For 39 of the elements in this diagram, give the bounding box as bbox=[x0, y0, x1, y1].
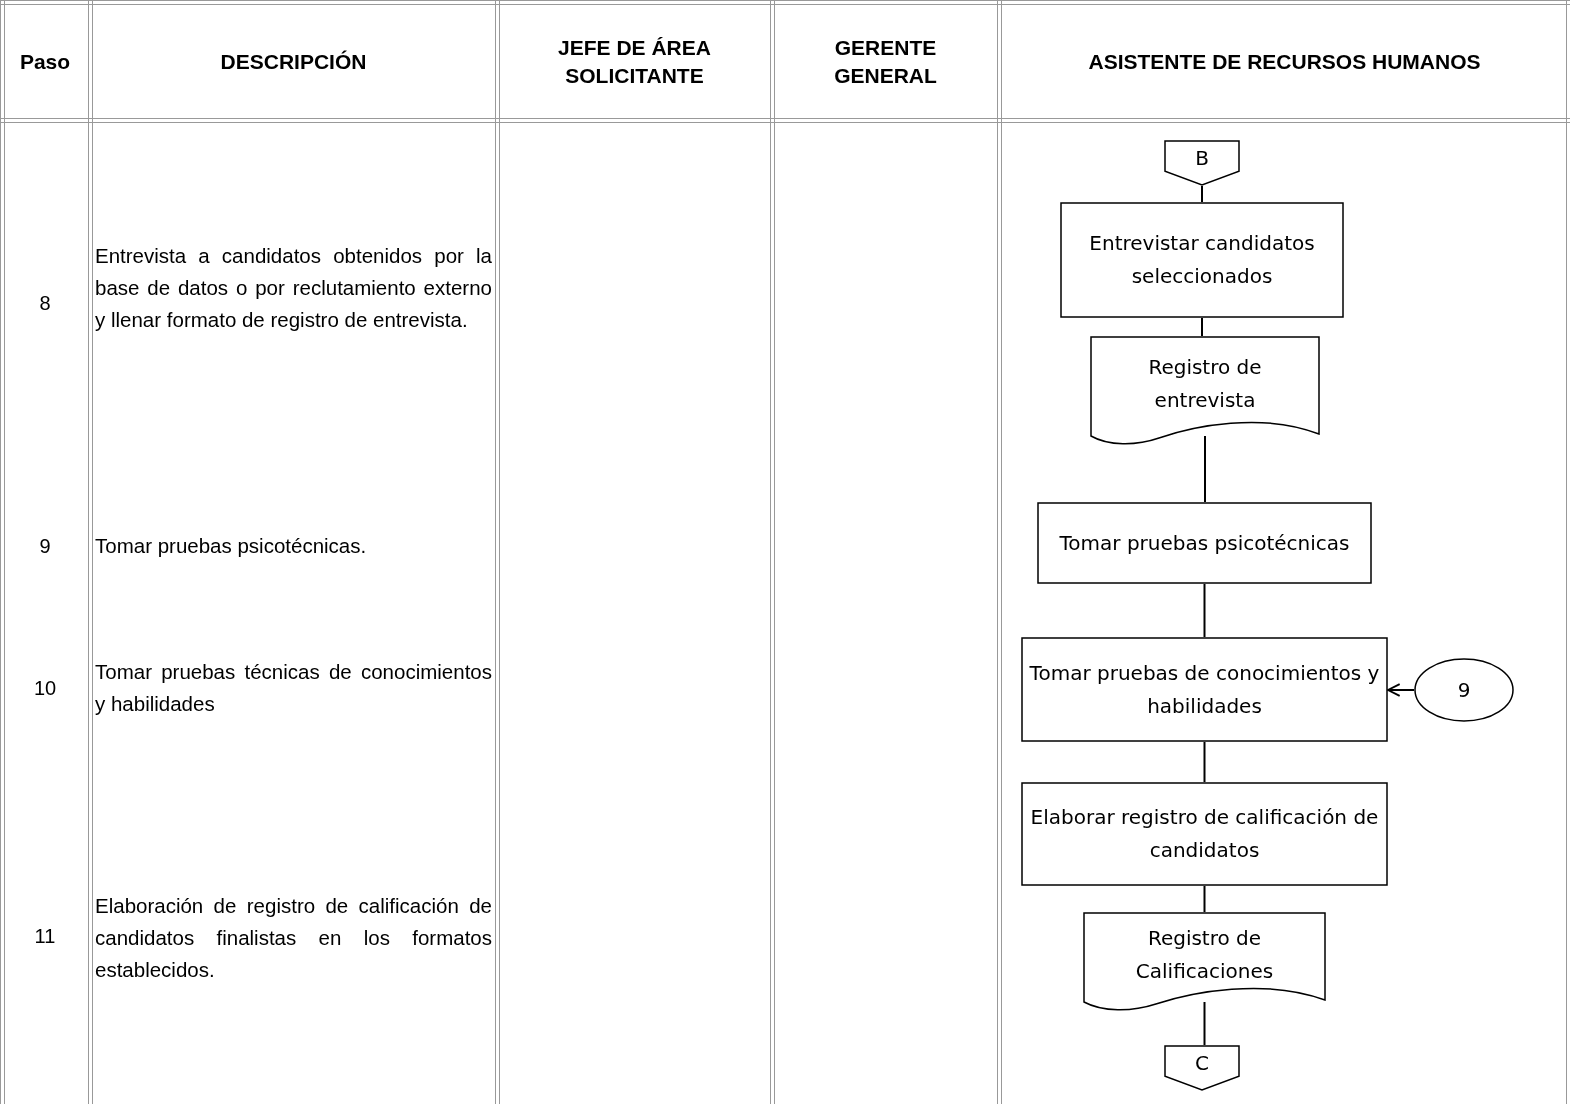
process-box bbox=[1021, 637, 1388, 742]
node-label: Elaborar registro de calificación de candidatos bbox=[1029, 804, 1380, 864]
step-number: 10 bbox=[32, 676, 58, 700]
node-label: Tomar pruebas psicotécnicas bbox=[1058, 529, 1351, 557]
step-number: 9 bbox=[38, 534, 52, 558]
connector-line bbox=[1204, 435, 1206, 503]
process-box bbox=[1021, 782, 1388, 886]
connector-line bbox=[1203, 741, 1206, 783]
document-shape bbox=[1090, 336, 1320, 446]
off-page-connector bbox=[1164, 140, 1240, 186]
step-number: 8 bbox=[38, 291, 52, 315]
arrow bbox=[1387, 683, 1415, 697]
column-header: ASISTENTE DE RECURSOS HUMANOS bbox=[1087, 49, 1482, 75]
document-shape bbox=[1083, 912, 1326, 1012]
node-label: 9 bbox=[1456, 676, 1472, 704]
step-description: Tomar pruebas técnicas de conocimientos y habilidades bbox=[95, 659, 492, 717]
connector-line bbox=[1203, 885, 1206, 913]
step-description: Elaboración de registro de calificación de candidatos finalistas en los formatos establecidos. bbox=[95, 893, 492, 983]
node-label: C bbox=[1194, 1049, 1210, 1077]
column-header: GERENTE GENERAL bbox=[833, 35, 938, 89]
step-description: Entrevista a candidatos obtenidos por la base de datos o por reclutamiento externo y llenar formato de registro de entrevista. bbox=[95, 243, 492, 333]
off-page-connector bbox=[1164, 1045, 1240, 1091]
connector-line bbox=[1201, 317, 1203, 337]
column-header: JEFE DE ÁREA SOLICITANTE bbox=[557, 35, 712, 89]
node-label: Registro de entrevista bbox=[1147, 354, 1263, 414]
connector-line bbox=[1201, 185, 1203, 203]
connector-circle bbox=[1414, 658, 1514, 722]
process-box bbox=[1060, 202, 1344, 318]
column-header: DESCRIPCIÓN bbox=[219, 49, 368, 75]
node-label: Entrevistar candidatos seleccionados bbox=[1088, 230, 1316, 290]
step-number: 11 bbox=[33, 924, 57, 948]
step-description: Tomar pruebas psicotécnicas. bbox=[95, 533, 368, 559]
node-label: Tomar pruebas de conocimientos y habilidades bbox=[1028, 659, 1381, 720]
connector-line bbox=[1203, 1001, 1206, 1046]
process-box bbox=[1037, 502, 1372, 584]
node-label: B bbox=[1194, 144, 1210, 172]
node-label: Registro de Calificaciones bbox=[1134, 925, 1275, 985]
connector-line bbox=[1203, 583, 1206, 638]
column-header: Paso bbox=[18, 49, 72, 75]
